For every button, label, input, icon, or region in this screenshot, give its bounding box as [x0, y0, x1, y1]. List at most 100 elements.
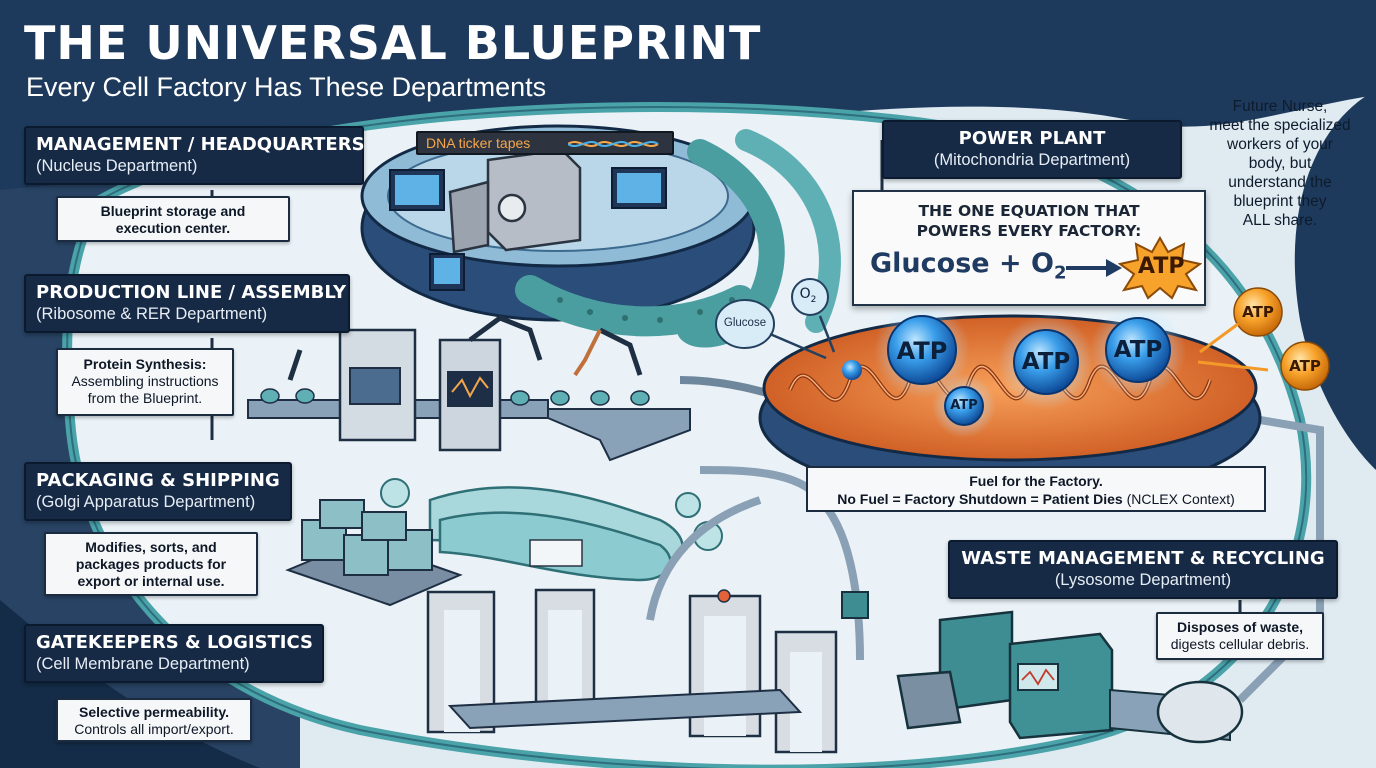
equation-heading-line: THE ONE EQUATION THAT: [918, 202, 1140, 220]
dept-label-lysosome: WASTE MANAGEMENT & RECYCLING (Lysosome D…: [948, 540, 1338, 599]
dept-subtitle: (Mitochondria Department): [933, 151, 1131, 169]
fuel-note: Fuel for the Factory. No Fuel = Factory …: [806, 466, 1266, 512]
dna-ticker-label: DNA ticker tapes: [426, 135, 531, 151]
pipe: [646, 496, 762, 621]
desc-line: Modifies, sorts, and: [85, 539, 217, 555]
dept-subtitle: (Ribosome & RER Department): [36, 305, 268, 323]
dept-name: PRODUCTION LINE / ASSEMBLY: [36, 282, 347, 303]
dept-name: GATEKEEPERS & LOGISTICS: [36, 632, 314, 653]
atp-orb: [887, 315, 957, 385]
nurse-note: Future Nurse, meet the specialized worke…: [1190, 97, 1370, 230]
robot-arm-icon: [598, 327, 643, 376]
dept-subtitle: (Nucleus Department): [36, 157, 198, 175]
vesicle: [675, 492, 701, 518]
robot-claw-icon: [573, 329, 602, 377]
desc-line: Controls all import/export.: [74, 721, 234, 737]
desc-line: from the Blueprint.: [87, 390, 203, 406]
vesicle: [380, 478, 410, 508]
note-line: blueprint they: [1233, 193, 1327, 210]
small-energy-orb: [842, 360, 862, 380]
dept-label-golgi: PACKAGING & SHIPPING (Golgi Apparatus De…: [24, 462, 292, 521]
atp-orb-label: ATP: [1021, 349, 1071, 375]
monitor-screen: [434, 258, 460, 284]
oxygen-subscript: 2: [810, 294, 817, 305]
atp-orb: [944, 386, 984, 426]
glucose-label: Glucose: [723, 317, 767, 329]
equation-formula: Glucose + O2: [870, 248, 1066, 283]
atp-orb-released: [1233, 287, 1283, 337]
desc-line: Disposes of waste,: [1176, 619, 1304, 635]
dept-label-membrane: GATEKEEPERS & LOGISTICS (Cell Membrane D…: [24, 624, 324, 683]
note-line: ALL share.: [1242, 212, 1318, 229]
note-line: Future Nurse,: [1232, 98, 1328, 115]
arrow-icon: [1066, 259, 1122, 277]
desc-line: Protein Synthesis:: [83, 356, 207, 372]
waste-bin-icon: [896, 670, 962, 730]
desc-line: Selective permeability.: [79, 704, 229, 720]
rough-er: [515, 275, 755, 337]
right-dark-band: [1294, 90, 1376, 470]
equation-product: ATP: [1138, 254, 1185, 279]
atp-orb-label: ATP: [950, 398, 978, 413]
note-line: meet the specialized: [1209, 117, 1351, 134]
glucose-molecule: [715, 299, 775, 349]
machine-screen: [349, 367, 401, 405]
atp-orb-label: ATP: [1242, 303, 1274, 321]
desc-line: Blueprint storage and: [100, 203, 246, 219]
oxygen-symbol: O: [799, 286, 811, 302]
fuel-note-context: (NCLEX Context): [1122, 491, 1235, 507]
desc-ribosome: Protein Synthesis: Assembling instructio…: [56, 348, 234, 416]
atp-orb-label: ATP: [1113, 337, 1163, 363]
atp-orb-label: ATP: [896, 337, 948, 365]
note-line: workers of your: [1227, 136, 1333, 153]
dept-subtitle: (Golgi Apparatus Department): [36, 493, 256, 511]
equation-heading: THE ONE EQUATION THAT POWERS EVERY FACTO…: [854, 201, 1204, 241]
desc-membrane: Selective permeability. Controls all imp…: [56, 698, 252, 742]
dept-label-nucleus: MANAGEMENT / HEADQUARTERS (Nucleus Depar…: [24, 126, 365, 185]
shipping-label: [529, 539, 583, 567]
conveyor-belt-ramp: [547, 408, 691, 462]
note-line: understand the: [1228, 174, 1332, 191]
page-subtitle: Every Cell Factory Has These Departments: [26, 72, 547, 102]
equation-heading-line: POWERS EVERY FACTORY:: [916, 222, 1142, 240]
dept-name: POWER PLANT: [958, 128, 1106, 149]
desc-golgi: Modifies, sorts, and packages products f…: [44, 532, 258, 596]
arrow-icon: [1199, 322, 1239, 354]
pipe: [1237, 416, 1324, 703]
atp-orb-released: [1280, 341, 1330, 391]
packaged-boxes: [301, 499, 433, 576]
dept-name: WASTE MANAGEMENT & RECYCLING: [961, 548, 1325, 569]
note-line: body, but: [1248, 155, 1312, 172]
fuel-note-emphasis: No Fuel = Factory Shutdown = Patient Die…: [837, 491, 1123, 507]
waveform-icon: [1021, 668, 1055, 686]
dept-subtitle: (Lysosome Department): [1054, 571, 1232, 589]
monitor-screen: [395, 175, 439, 205]
arrow-icon: [1197, 360, 1269, 372]
equation-panel: THE ONE EQUATION THAT POWERS EVERY FACTO…: [852, 190, 1206, 306]
dept-label-mitochondria: POWER PLANT (Mitochondria Department): [882, 120, 1182, 179]
desc-line: execution center.: [115, 220, 231, 236]
dna-helix-icon: [568, 141, 659, 147]
protein-pieces: [260, 388, 650, 406]
lysosome-machine: [1008, 632, 1114, 740]
desc-nucleus: Blueprint storage and execution center.: [56, 196, 290, 242]
fuel-note-line: Fuel for the Factory.: [969, 473, 1103, 489]
atp-starburst-icon: [1118, 236, 1202, 300]
desc-line: Assembling instructions: [71, 373, 219, 389]
waveform-icon: [451, 376, 489, 399]
control-box-icon: [841, 591, 869, 619]
desc-lysosome: Disposes of waste, digests cellular debr…: [1156, 612, 1324, 660]
atp-orb: [1013, 329, 1079, 395]
robot-arm-icon: [287, 349, 303, 381]
desc-line: export or internal use.: [77, 573, 225, 589]
oxygen-molecule: [791, 278, 829, 316]
vault-dial-icon: [497, 193, 527, 223]
alarm-light-icon: [717, 589, 731, 603]
monitor-screen: [617, 173, 661, 203]
dna-ticker-display: DNA ticker tapes: [416, 131, 674, 155]
er-fold: [677, 139, 785, 348]
arrow-icon: [818, 315, 836, 353]
page-title: THE UNIVERSAL BLUEPRINT: [24, 16, 762, 70]
atp-orb-label: ATP: [1289, 357, 1321, 375]
intake-conveyor: [447, 688, 803, 730]
